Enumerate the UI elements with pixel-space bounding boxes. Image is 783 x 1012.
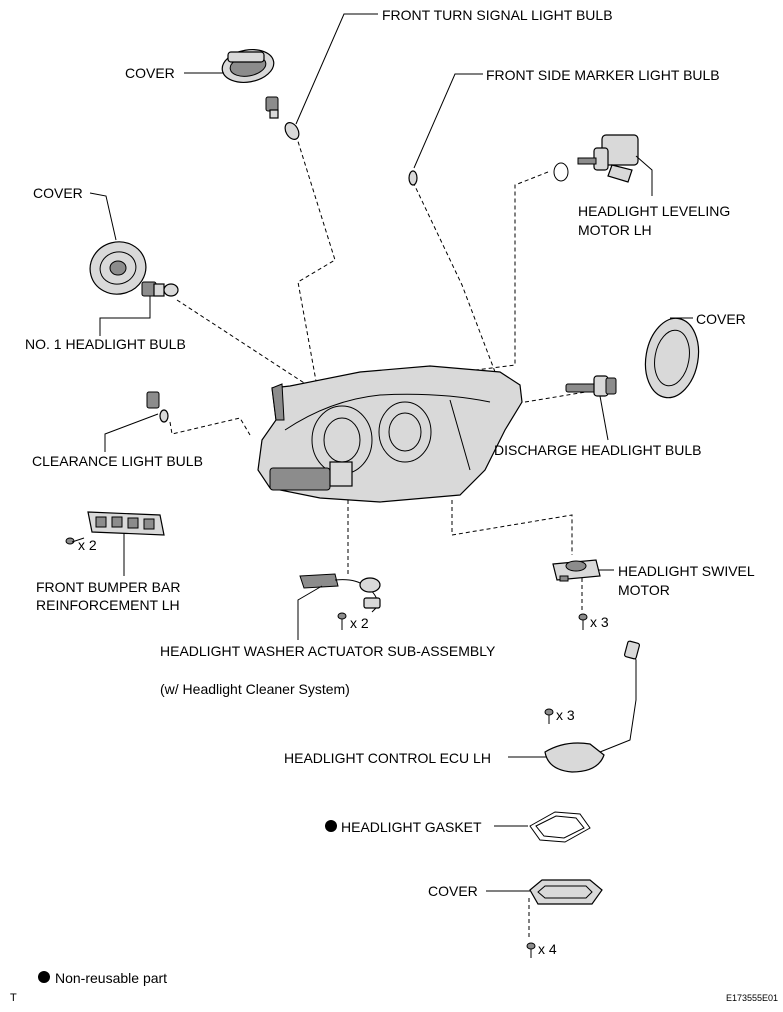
cover-bottom-label: COVER	[428, 883, 478, 899]
front-side-marker-bulb	[408, 170, 418, 186]
cover-right-label: COVER	[696, 311, 746, 327]
cover-left-part	[89, 241, 147, 295]
corner-mark: T	[10, 992, 17, 1004]
leveling-motor-label-2: MOTOR LH	[578, 222, 652, 238]
cover-left-label: COVER	[33, 185, 83, 201]
headlight-leveling-motor	[553, 134, 639, 183]
front-turn-signal-leader	[295, 13, 378, 125]
front-turn-signal-bulb	[265, 96, 300, 140]
swivel-motor-label-2: MOTOR	[618, 582, 670, 598]
washer-screw-qty: x 2	[350, 615, 369, 631]
cover-left-leader	[89, 192, 117, 241]
headlight-gasket	[529, 811, 591, 843]
cover-top-part	[221, 49, 275, 83]
clearance-light-bulb	[146, 391, 169, 423]
swivel-motor-label-1: HEADLIGHT SWIVEL	[618, 563, 755, 579]
clearance-light-bulb-label: CLEARANCE LIGHT BULB	[32, 453, 203, 469]
bumper-reinforcement-label-2: REINFORCEMENT LH	[36, 597, 180, 613]
cover-screw-icon	[526, 942, 536, 958]
bumper-reinforcement-label-1: FRONT BUMPER BAR	[36, 579, 180, 595]
cover-screw-qty: x 4	[538, 941, 557, 957]
clearance-light-bulb-leader	[104, 413, 159, 452]
swivel-screw-qty: x 3	[590, 614, 609, 630]
discharge-headlight-bulb	[565, 375, 617, 397]
no1-headlight-bulb-leader	[99, 296, 151, 336]
ecu-screw-icon	[544, 708, 554, 724]
front-bumper-reinforcement	[87, 511, 165, 536]
non-reusable-mark-icon	[325, 820, 337, 832]
gasket-label: HEADLIGHT GASKET	[341, 819, 482, 835]
cover-bottom-part	[529, 879, 603, 905]
assembly-guide-lines	[169, 134, 599, 940]
control-ecu-label: HEADLIGHT CONTROL ECU LH	[284, 750, 491, 766]
no1-headlight-bulb-label: NO. 1 HEADLIGHT BULB	[25, 336, 186, 352]
front-side-marker-leader	[413, 73, 483, 169]
figure-id: E173555E01	[726, 993, 778, 1003]
bumper-screw-icon	[65, 537, 85, 545]
washer-screw-icon	[337, 612, 347, 630]
washer-actuator-note: (w/ Headlight Cleaner System)	[160, 681, 350, 697]
leveling-motor-label-1: HEADLIGHT LEVELING	[578, 203, 730, 219]
headlight-swivel-motor	[552, 559, 601, 582]
cover-right-part	[644, 317, 700, 399]
washer-actuator-leader	[297, 585, 323, 640]
headlight-control-ecu	[544, 640, 641, 773]
bumper-screw-qty: x 2	[78, 537, 97, 553]
headlight-washer-actuator	[299, 573, 381, 613]
headlight-housing-assembly	[257, 365, 523, 503]
leveling-motor-leader	[635, 155, 653, 196]
no1-headlight-bulb	[141, 281, 179, 297]
discharge-bulb-leader	[599, 395, 609, 441]
cover-top-label: COVER	[125, 65, 175, 81]
swivel-screw-icon	[578, 613, 588, 630]
discharge-bulb-label: DISCHARGE HEADLIGHT BULB	[494, 442, 701, 458]
front-turn-signal-label: FRONT TURN SIGNAL LIGHT BULB	[382, 7, 613, 23]
washer-actuator-label: HEADLIGHT WASHER ACTUATOR SUB-ASSEMBLY	[160, 643, 496, 659]
ecu-screw-qty: x 3	[556, 707, 575, 723]
front-side-marker-label: FRONT SIDE MARKER LIGHT BULB	[486, 67, 720, 83]
legend-text: Non-reusable part	[55, 970, 167, 986]
legend-non-reusable-icon	[38, 971, 50, 983]
